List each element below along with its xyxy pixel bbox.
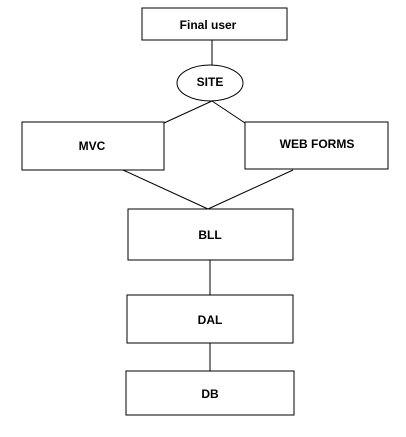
- bll-label: BLL: [198, 228, 221, 242]
- final-user-node: Final user: [141, 7, 288, 41]
- dal-label: DAL: [198, 313, 223, 327]
- edge-site-to-mvc: [163, 100, 213, 124]
- web-forms-label: WEB FORMS: [280, 137, 355, 151]
- db-node: DB: [125, 370, 295, 416]
- dal-node: DAL: [126, 294, 294, 344]
- bll-node: BLL: [127, 208, 294, 261]
- site-node: SITE: [176, 64, 244, 102]
- mvc-label: MVC: [79, 139, 106, 153]
- edge-site-to-web-forms: [211, 100, 246, 124]
- edge-web-forms-to-bll: [207, 169, 294, 210]
- final-user-label: Final user: [180, 18, 237, 32]
- site-label: SITE: [197, 75, 224, 89]
- web-forms-node: WEB FORMS: [244, 121, 389, 170]
- mvc-node: MVC: [21, 121, 165, 171]
- db-label: DB: [201, 387, 219, 401]
- edge-mvc-to-bll: [122, 169, 209, 210]
